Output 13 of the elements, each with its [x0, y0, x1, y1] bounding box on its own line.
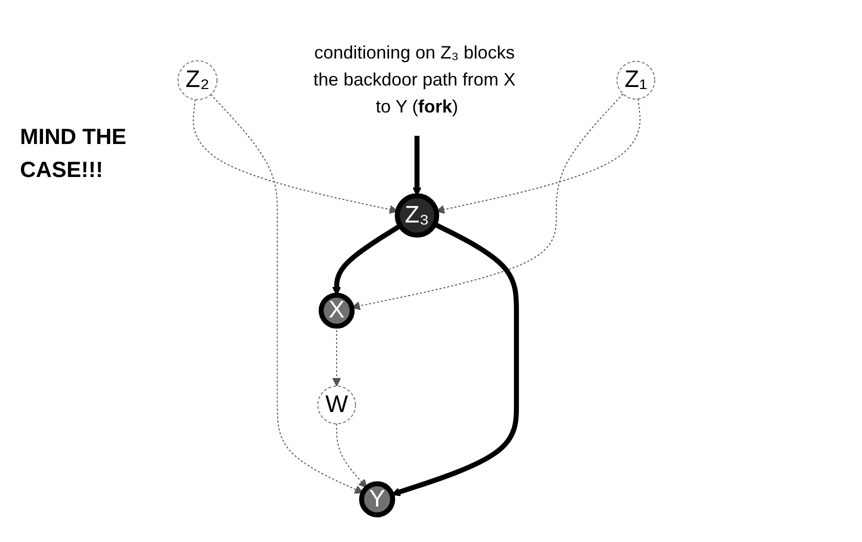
- node-circle: X: [318, 292, 355, 329]
- node-circle: Z₁: [616, 60, 656, 100]
- node-text: conditioning on Z₃ blocks the backdoor path from X to Y (fork): [313, 42, 516, 117]
- node-circle: Z₂: [178, 60, 218, 100]
- arrow: [391, 222, 519, 496]
- note-text: MIND THE CASE!!!: [20, 123, 128, 184]
- arrow: [192, 99, 398, 214]
- node-circle: Y: [359, 481, 396, 518]
- node-circle: Z₃: [394, 193, 440, 238]
- node-circle: W: [317, 386, 356, 424]
- arrow: [210, 94, 364, 494]
- arrow: [436, 98, 640, 214]
- arrow: [336, 423, 368, 488]
